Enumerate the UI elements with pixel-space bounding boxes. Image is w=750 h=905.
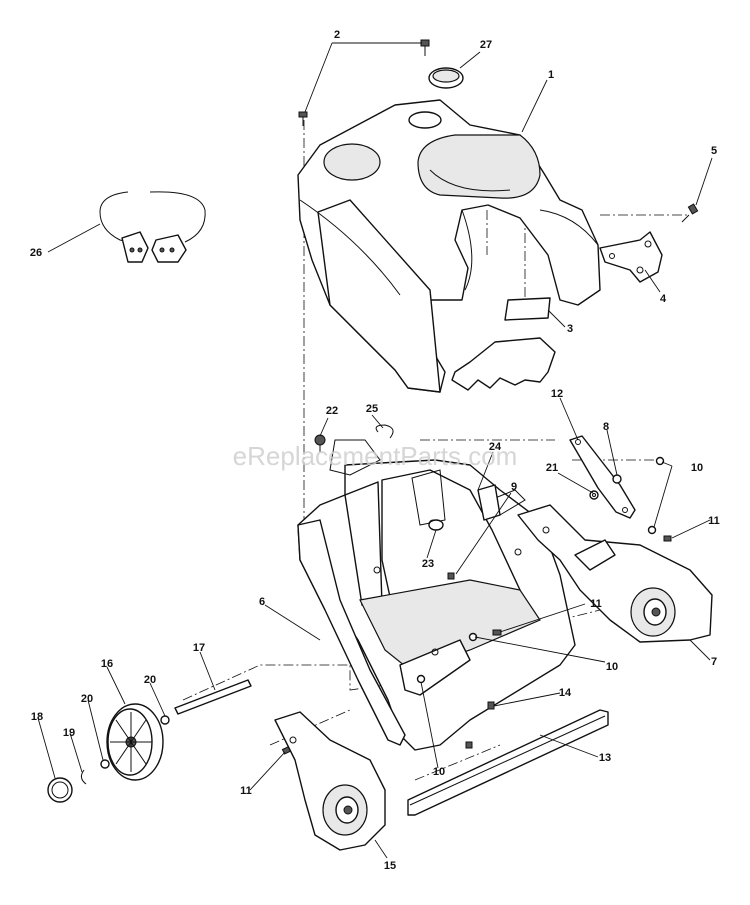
part-1-housing-shell[interactable] bbox=[297, 99, 601, 393]
callout-4: 4 bbox=[660, 293, 667, 305]
callout-27: 27 bbox=[480, 39, 492, 51]
callout-24: 24 bbox=[489, 441, 502, 453]
part-14-bolt[interactable] bbox=[465, 701, 495, 749]
callout-5: 5 bbox=[711, 145, 717, 157]
callout-8: 8 bbox=[603, 421, 609, 433]
part-25-clip[interactable] bbox=[375, 424, 394, 439]
callout-20-left: 20 bbox=[81, 693, 93, 705]
callout-23: 23 bbox=[422, 558, 434, 570]
callout-9: 9 bbox=[511, 481, 517, 493]
callout-21: 21 bbox=[546, 462, 558, 474]
part-10-nut[interactable] bbox=[416, 456, 665, 684]
callout-11-left: 11 bbox=[240, 785, 252, 797]
leader-lines bbox=[37, 42, 713, 859]
callout-13: 13 bbox=[599, 752, 611, 764]
callout-1: 1 bbox=[548, 69, 554, 81]
part-27-cap[interactable] bbox=[428, 67, 464, 89]
callout-2: 2 bbox=[334, 29, 340, 41]
watermark: eReplacementParts.com bbox=[233, 441, 518, 471]
callout-6: 6 bbox=[259, 596, 265, 608]
callout-16: 16 bbox=[101, 658, 113, 670]
part-16-wheel[interactable] bbox=[106, 703, 164, 781]
part-4-bracket[interactable] bbox=[599, 231, 663, 283]
callout-11-center: 11 bbox=[590, 598, 602, 610]
callout-17: 17 bbox=[193, 642, 205, 654]
part-15-side-cover[interactable] bbox=[274, 711, 386, 851]
part-8-spacer[interactable] bbox=[612, 474, 622, 484]
callout-labels: 2 27 1 5 4 3 26 22 25 24 23 9 12 8 21 10… bbox=[30, 29, 720, 872]
part-18-hubcap[interactable] bbox=[47, 777, 73, 803]
callout-10-bottom: 10 bbox=[433, 766, 445, 778]
part-24-bracket[interactable] bbox=[477, 484, 501, 521]
callout-18: 18 bbox=[31, 711, 43, 723]
callout-12: 12 bbox=[551, 388, 563, 400]
callout-15: 15 bbox=[384, 860, 396, 872]
callout-3: 3 bbox=[567, 323, 573, 335]
callout-26: 26 bbox=[30, 247, 42, 259]
part-5-bolt[interactable] bbox=[681, 203, 699, 223]
part-9-bolt[interactable] bbox=[447, 572, 455, 580]
part-21-washer[interactable] bbox=[589, 490, 599, 500]
part-17-axle[interactable] bbox=[174, 679, 252, 715]
part-3-pads[interactable] bbox=[451, 297, 556, 391]
callout-7: 7 bbox=[711, 656, 717, 668]
part-26-power-cord[interactable] bbox=[99, 191, 206, 263]
part-19-clip[interactable] bbox=[80, 769, 87, 785]
part-13-scraper-bar[interactable] bbox=[407, 709, 609, 816]
part-7-side-cover[interactable] bbox=[517, 504, 713, 643]
callout-11-right: 11 bbox=[708, 515, 720, 527]
part-23-bushing[interactable] bbox=[428, 519, 444, 531]
part-12-arm[interactable] bbox=[569, 435, 636, 519]
callout-14: 14 bbox=[559, 687, 572, 699]
callout-20-right: 20 bbox=[144, 674, 156, 686]
part-2-screw[interactable] bbox=[298, 39, 430, 126]
callout-25: 25 bbox=[366, 403, 378, 415]
callout-19: 19 bbox=[63, 727, 75, 739]
callout-10-right: 10 bbox=[691, 462, 703, 474]
callout-10-center: 10 bbox=[606, 661, 618, 673]
callout-22: 22 bbox=[326, 405, 338, 417]
part-6-frame[interactable] bbox=[297, 439, 576, 751]
